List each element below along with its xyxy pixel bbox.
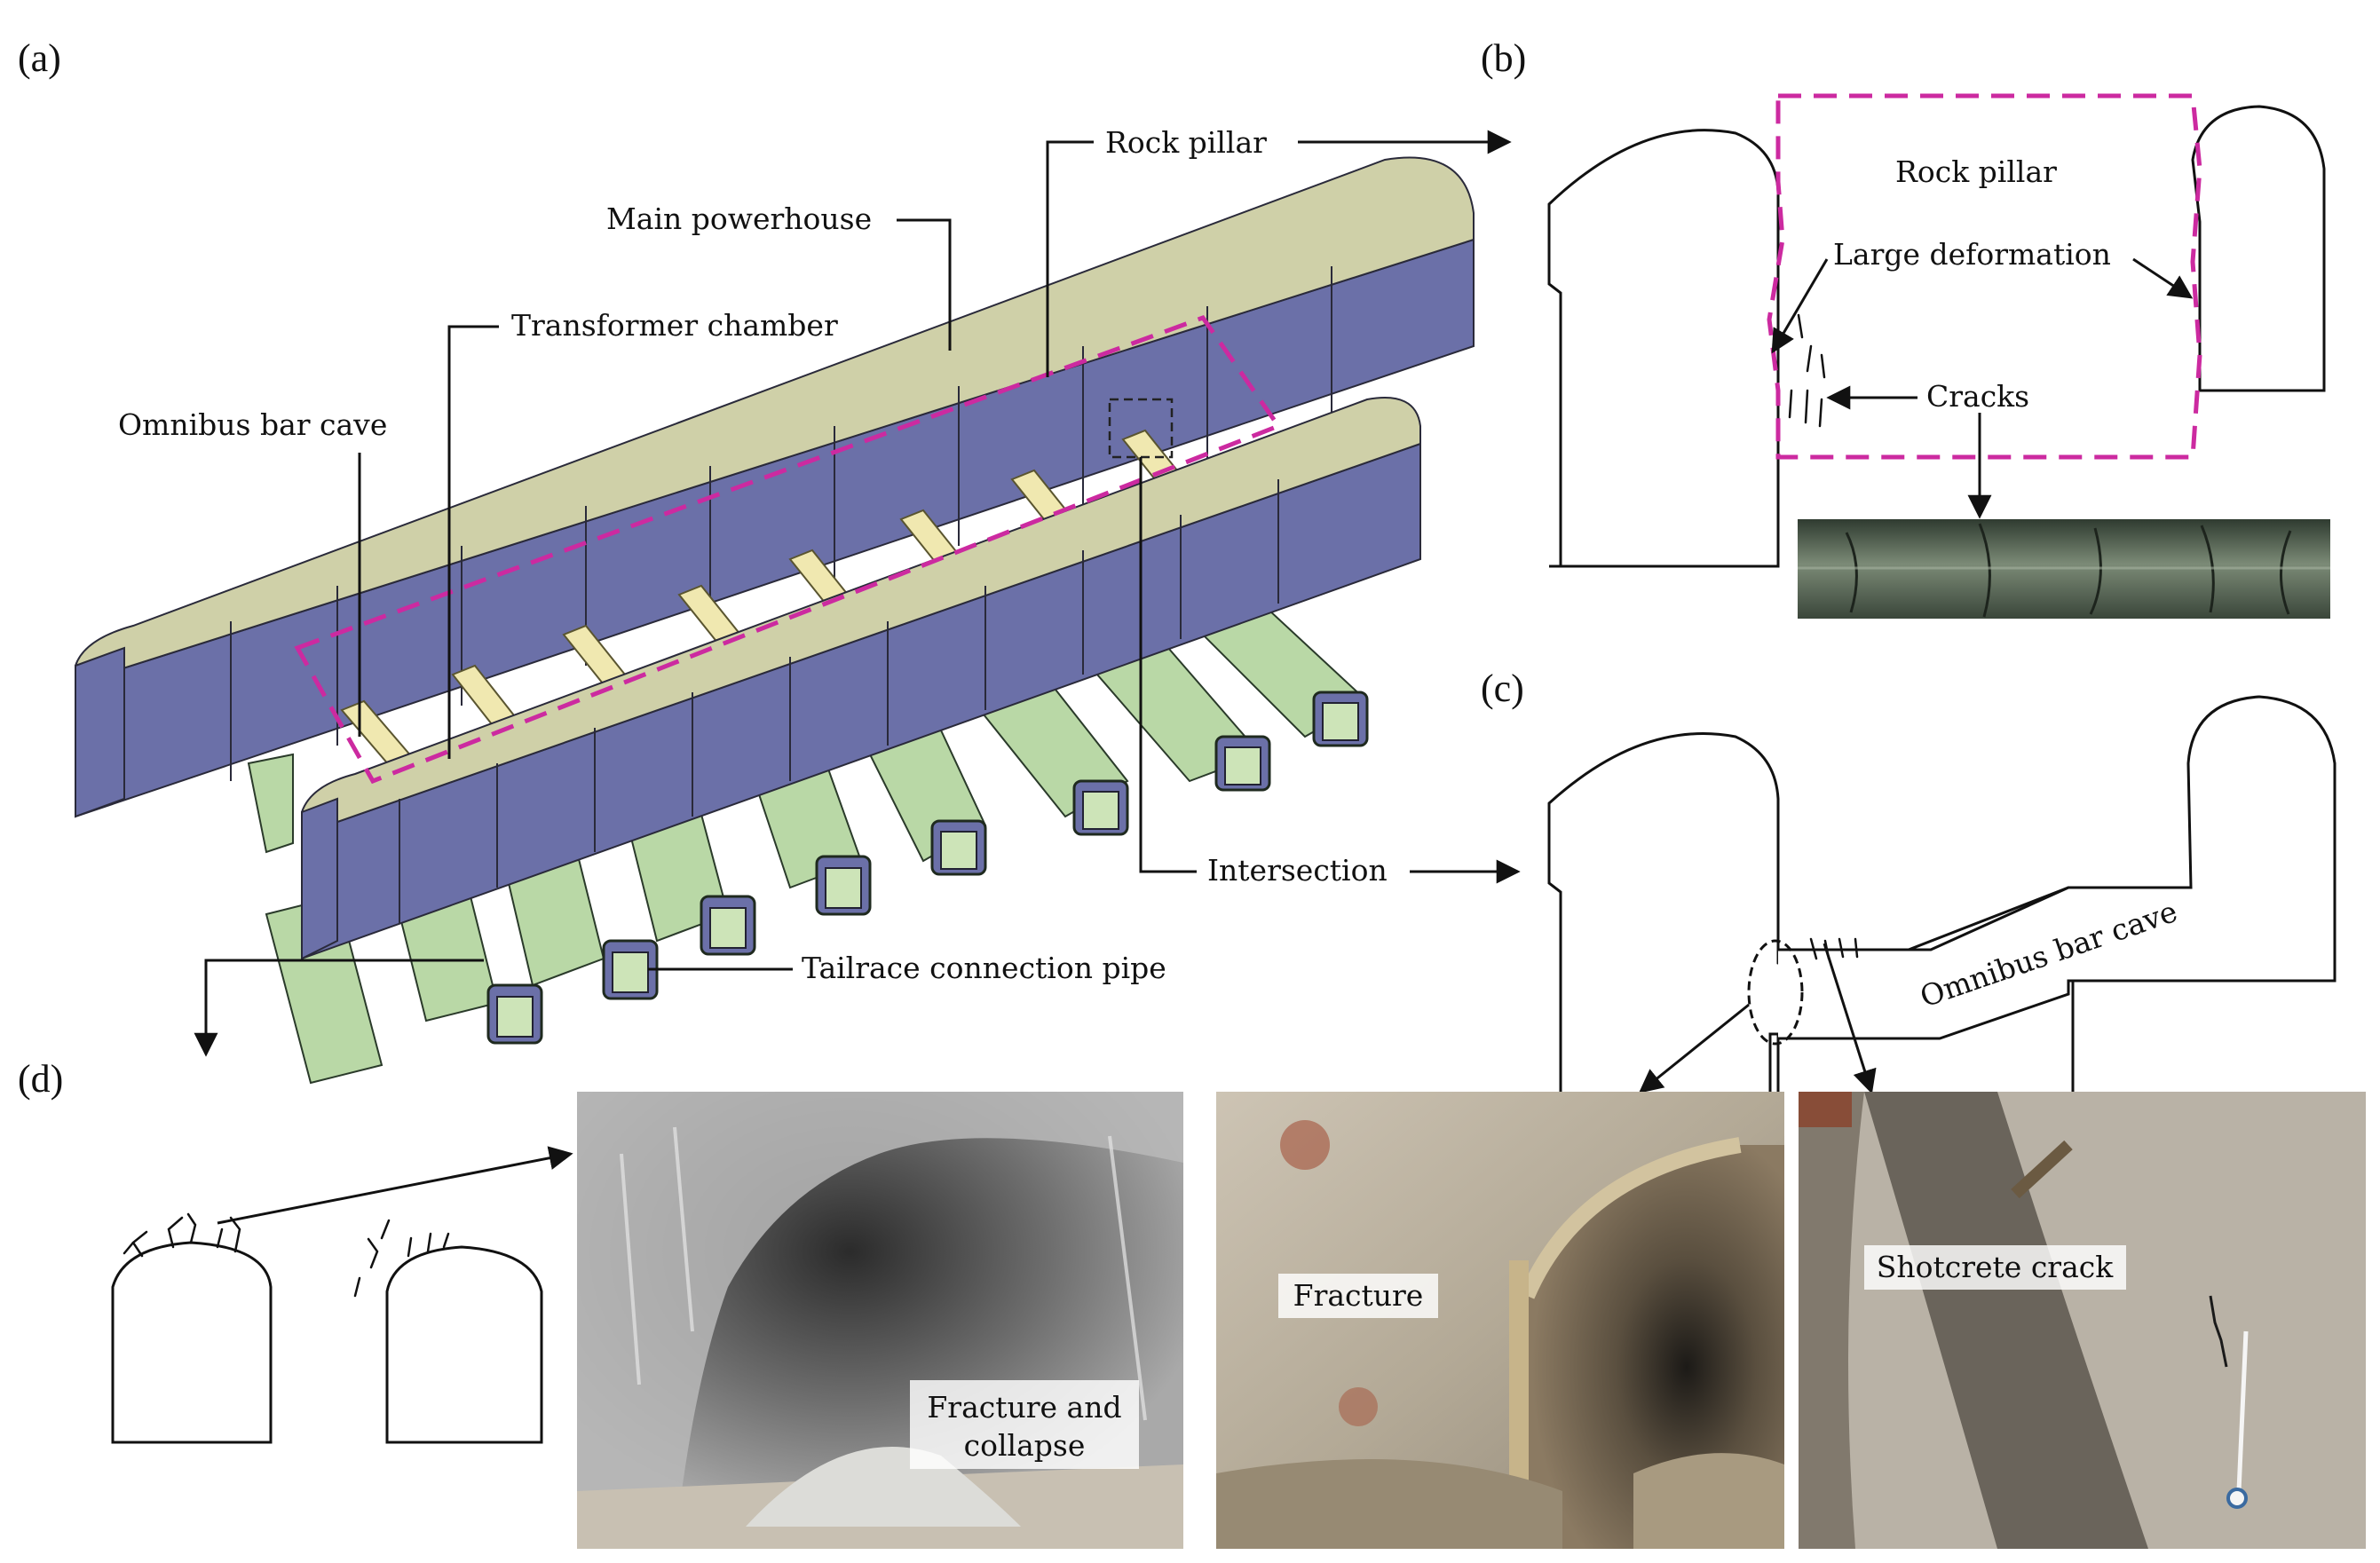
panel-label-c: (c) (1481, 667, 1524, 710)
panel-d (111, 1146, 573, 1444)
photo-label-fracture-and: Fracture and (927, 1390, 1121, 1425)
photo-label-collapse: collapse (964, 1428, 1086, 1463)
label-rock-pillar-b: Rock pillar (1895, 154, 2057, 189)
main-powerhouse-model (75, 156, 1475, 818)
label-rock-pillar: Rock pillar (1105, 125, 1267, 160)
cracks-b (1788, 313, 1826, 428)
cavern-3d-model (75, 156, 1475, 1085)
cavern-right-section-b (2191, 105, 2326, 392)
label-tailrace-connection-pipe: Tailrace connection pipe (802, 951, 1166, 985)
photo-fracture-and-collapse: Fracture and collapse (577, 1092, 1183, 1549)
panel-c: Omnibus bar cave (1547, 695, 2337, 1098)
label-transformer-chamber: Transformer chamber (511, 308, 838, 343)
pipe-openings (486, 691, 1369, 1045)
photo-shotcrete-crack: Shotcrete crack (1799, 1092, 2366, 1549)
photo-label-shotcrete-crack: Shotcrete crack (1877, 1250, 2114, 1284)
label-omnibus-bar-cave: Omnibus bar cave (118, 407, 387, 442)
cracks-d1 (123, 1212, 241, 1258)
photo-fracture: Fracture (1216, 1092, 1784, 1549)
panel-label-b: (b) (1481, 36, 1526, 80)
cavern-left-section-c (1547, 732, 2075, 1096)
label-main-powerhouse: Main powerhouse (606, 201, 872, 236)
intersection-ellipse (1747, 939, 1804, 1046)
cavern-left-section-b (1547, 129, 1780, 568)
photo-label-fracture: Fracture (1293, 1278, 1424, 1313)
rock-core-photo (1798, 519, 2330, 619)
label-cracks: Cracks (1926, 379, 2029, 414)
panel-a-annotations: Rock pillar Main powerhouse Transformer … (118, 125, 1521, 1057)
label-large-deformation: Large deformation (1833, 237, 2111, 272)
panel-b: Rock pillar Large deformation Cracks (1547, 93, 2330, 619)
cracks-d2 (353, 1219, 450, 1298)
rock-pillar-dashed-outline (294, 314, 1282, 785)
panel-label-d: (d) (18, 1057, 63, 1101)
rock-pillar-dashed-box-b (1767, 93, 2202, 460)
tunnel-outline-2 (385, 1245, 543, 1444)
tunnel-outline-1 (111, 1241, 273, 1444)
panel-label-a: (a) (18, 36, 61, 80)
label-intersection: Intersection (1207, 853, 1388, 888)
